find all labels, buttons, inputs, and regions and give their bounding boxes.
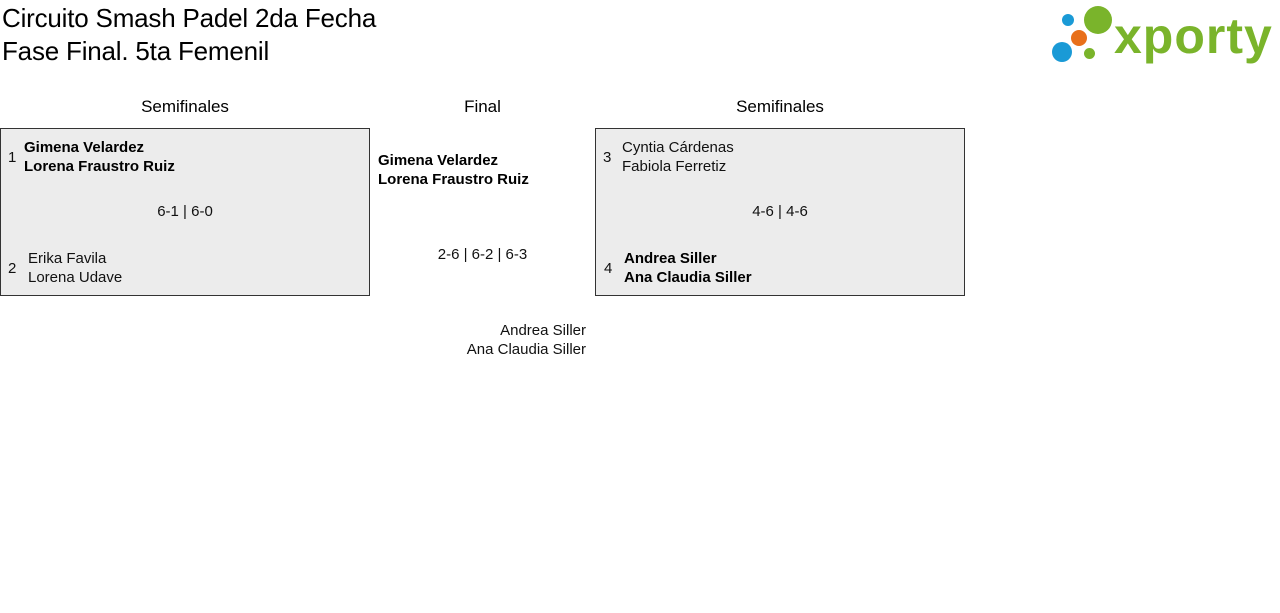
player-name: Andrea Siller — [500, 322, 586, 339]
seed-number: 3 — [603, 149, 612, 166]
logo-dot-green-large — [1084, 6, 1112, 34]
team-winner[interactable]: Gimena Velardez Lorena Fraustro Ruiz — [24, 138, 175, 176]
player-name: Gimena Velardez — [378, 152, 499, 169]
logo-dot-green-small — [1084, 48, 1095, 59]
player-name: Lorena Udave — [28, 269, 123, 286]
player-name: Erika Favila — [28, 250, 107, 267]
tournament-name: Circuito Smash Padel 2da Fecha — [2, 3, 377, 33]
seed-number: 2 — [8, 260, 17, 277]
player-name: Andrea Siller — [624, 250, 717, 267]
final-team-winner[interactable]: Gimena Velardez Lorena Fraustro Ruiz — [378, 151, 529, 189]
final-match-score: 2-6 | 6-2 | 6-3 — [437, 246, 528, 263]
match-score: 4-6 | 4-6 — [752, 203, 808, 220]
player-name: Lorena Fraustro Ruiz — [24, 158, 175, 175]
semifinal-match-right[interactable]: 3 Cyntia Cárdenas Fabiola Ferretiz 4-6 |… — [595, 128, 965, 296]
player-name: Cyntia Cárdenas — [622, 139, 734, 156]
player-name: Ana Claudia Siller — [624, 269, 752, 286]
heading-final: Final — [464, 97, 501, 116]
phase-name: Fase Final. 5ta Femenil — [2, 36, 270, 66]
logo-dot-blue-small — [1062, 14, 1074, 26]
xporty-logo[interactable]: xporty — [1050, 4, 1276, 68]
match-score: 6-1 | 6-0 — [157, 203, 213, 220]
page-title: Circuito Smash Padel 2da Fecha Fase Fina… — [2, 2, 376, 68]
team-winner[interactable]: Andrea Siller Ana Claudia Siller — [624, 249, 752, 287]
player-name: Fabiola Ferretiz — [622, 158, 727, 175]
team-loser[interactable]: Erika Favila Lorena Udave — [28, 249, 122, 287]
player-name: Gimena Velardez — [24, 139, 145, 156]
heading-semifinals-left: Semifinales — [141, 97, 229, 116]
semifinal-match-left[interactable]: 1 Gimena Velardez Lorena Fraustro Ruiz 6… — [0, 128, 370, 296]
player-name: Ana Claudia Siller — [466, 341, 586, 358]
heading-semifinals-right: Semifinales — [736, 97, 824, 116]
logo-dot-blue-large — [1052, 42, 1072, 62]
seed-number: 1 — [8, 149, 17, 166]
logo-wordmark: xporty — [1114, 8, 1273, 64]
team-loser[interactable]: Cyntia Cárdenas Fabiola Ferretiz — [622, 138, 734, 176]
player-name: Lorena Fraustro Ruiz — [378, 171, 529, 188]
seed-number: 4 — [604, 260, 613, 277]
logo-dot-orange — [1071, 30, 1087, 46]
final-team-runner-up[interactable]: Andrea Siller Ana Claudia Siller — [467, 321, 586, 359]
